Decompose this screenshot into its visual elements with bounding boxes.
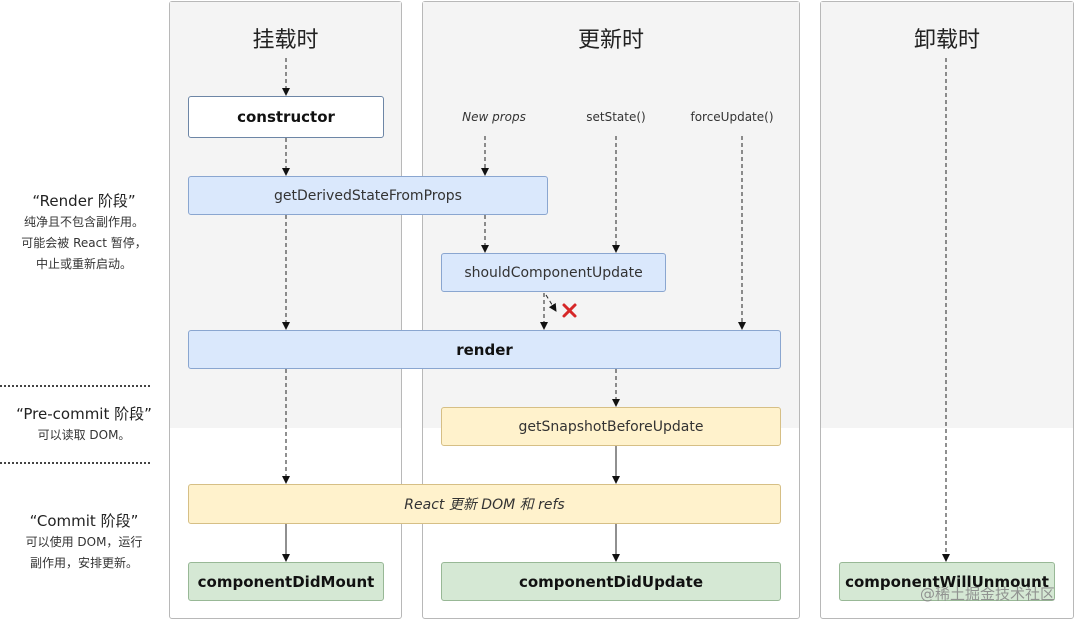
stop-x-icon xyxy=(562,303,577,318)
render-stage-desc-1: 纯净且不包含副作用。 xyxy=(23,215,144,229)
unmount-phase-column: 卸载时 xyxy=(820,1,1074,619)
get-derived-state-node: getDerivedStateFromProps xyxy=(188,176,548,215)
should-component-update-node: shouldComponentUpdate xyxy=(441,253,666,292)
mount-phase-title: 挂载时 xyxy=(252,28,319,53)
render-stage-desc-2: 可能会被 React 暂停， xyxy=(21,236,147,250)
render-precommit-separator xyxy=(0,385,150,387)
render-stage-label: “Render 阶段” 纯净且不包含副作用。 可能会被 React 暂停， 中止… xyxy=(0,190,168,275)
setstate-trigger: setState() xyxy=(586,110,646,124)
forceupdate-trigger: forceUpdate() xyxy=(690,110,774,124)
unmount-phase-title: 卸载时 xyxy=(913,28,980,53)
constructor-node: constructor xyxy=(188,96,384,138)
component-did-update-node: componentDidUpdate xyxy=(441,562,781,601)
commit-stage-title: “Commit 阶段” xyxy=(29,512,139,530)
precommit-commit-separator xyxy=(0,462,150,464)
new-props-trigger: New props xyxy=(462,110,526,124)
component-did-mount-node: componentDidMount xyxy=(188,562,384,601)
arrow-should-update-to-stop xyxy=(545,294,557,312)
react-updates-dom-node: React 更新 DOM 和 refs xyxy=(188,484,781,524)
render-node: render xyxy=(188,330,781,369)
render-stage-title: “Render 阶段” xyxy=(32,192,136,210)
update-phase-title: 更新时 xyxy=(577,28,644,53)
component-will-unmount-node: componentWillUnmount xyxy=(839,562,1055,601)
commit-stage-desc-1: 可以使用 DOM，运行 xyxy=(25,535,143,549)
unmount-render-band xyxy=(821,2,1073,428)
watermark: @稀土掘金技术社区 xyxy=(919,585,1055,603)
commit-stage-label: “Commit 阶段” 可以使用 DOM，运行 副作用，安排更新。 xyxy=(0,510,168,574)
precommit-stage-label: “Pre-commit 阶段” 可以读取 DOM。 xyxy=(0,403,168,446)
render-stage-desc-3: 中止或重新启动。 xyxy=(35,257,132,271)
commit-stage-desc-2: 副作用，安排更新。 xyxy=(29,556,138,570)
precommit-stage-desc-1: 可以读取 DOM。 xyxy=(37,428,131,442)
get-snapshot-node: getSnapshotBeforeUpdate xyxy=(441,407,781,446)
precommit-stage-title: “Pre-commit 阶段” xyxy=(16,405,152,423)
